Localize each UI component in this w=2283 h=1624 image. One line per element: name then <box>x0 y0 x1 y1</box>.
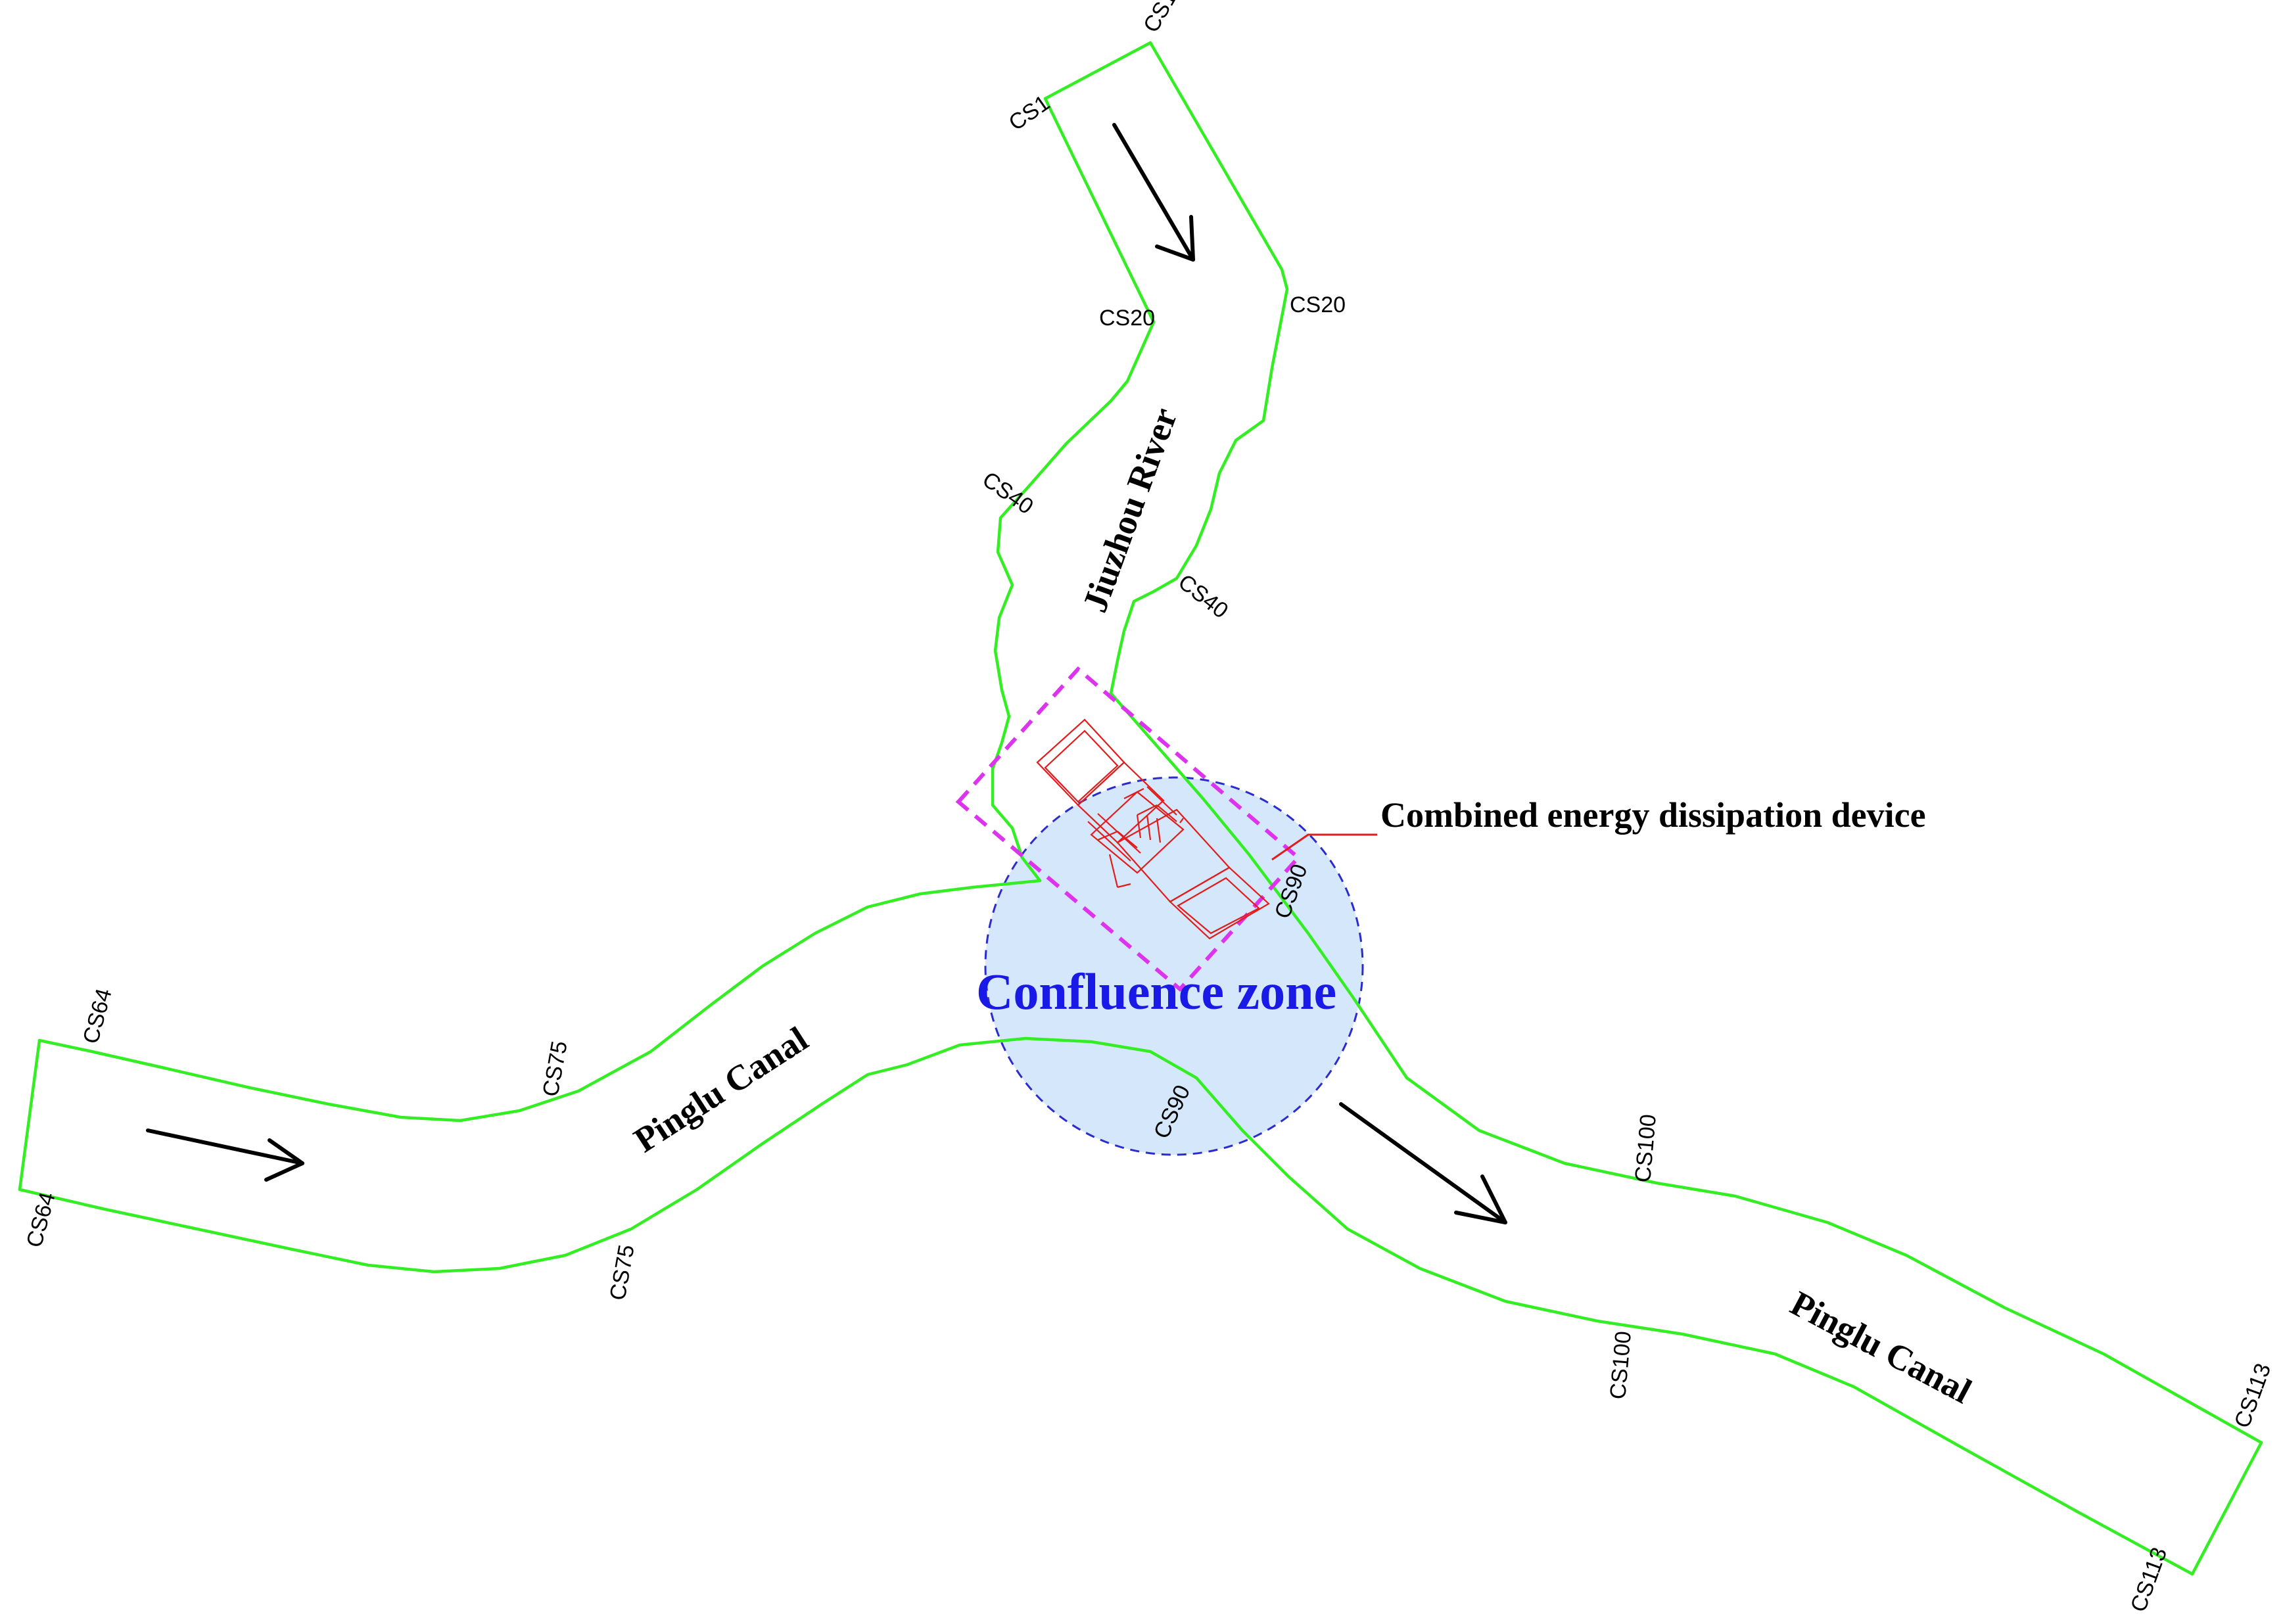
jiuzhou-river-label: Jiuzhou River <box>1075 403 1185 617</box>
cs75-top-label: CS75 <box>538 1039 572 1098</box>
jiuzhou-right-bank <box>1109 41 1289 695</box>
jiuzhou-top-edge <box>1043 41 1152 101</box>
east-canal-end-edge <box>2190 1441 2263 1576</box>
study-area-box <box>955 666 1302 992</box>
confluence-zone-label: Confluence zone <box>976 963 1336 1020</box>
cs113-bottom-label: CS113 <box>2126 1544 2172 1615</box>
cs113-top-label: CS113 <box>2230 1360 2276 1431</box>
confluence-zone-circle <box>984 776 1364 1156</box>
east-canal-bottom-bank <box>905 1036 2194 1576</box>
flow-arrow-canal-outflow <box>1339 1102 1507 1224</box>
cs64-bottom-label: CS64 <box>22 1190 60 1250</box>
pinglu-canal-west-label: Pinglu Canal <box>627 1019 815 1160</box>
jiuzhou-left-bank <box>991 97 1156 883</box>
cs75-bottom-label: CS75 <box>605 1243 639 1302</box>
flow-arrow-canal-inflow <box>146 1128 304 1182</box>
cs1-right-label: CS1 <box>1139 0 1182 37</box>
cs100-top-label: CS100 <box>1630 1113 1661 1184</box>
pinglu-canal-east-label: Pinglu Canal <box>1784 1284 1977 1412</box>
cs20-right-label: CS20 <box>1290 292 1346 317</box>
cs40-right-label: CS40 <box>1173 569 1233 623</box>
west-canal-bottom-bank <box>18 1063 909 1274</box>
flow-arrow-river <box>1112 123 1195 262</box>
cs20-left-label: CS20 <box>1099 306 1155 331</box>
device-callout-line <box>1271 833 1377 861</box>
west-canal-end-edge <box>18 1038 41 1192</box>
cs100-bottom-label: CS100 <box>1605 1330 1636 1401</box>
west-canal-top-bank <box>37 879 1042 1123</box>
energy-dissipation-device <box>1036 718 1270 940</box>
east-canal-top-bank <box>1109 691 2263 1445</box>
cs64-top-label: CS64 <box>78 986 117 1046</box>
device-callout-label: Combined energy dissipation device <box>1380 795 1926 835</box>
